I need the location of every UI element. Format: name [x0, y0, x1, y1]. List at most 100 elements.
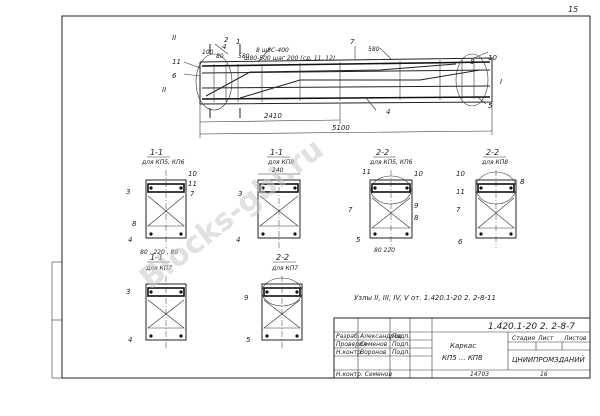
label-dim-580a: 580: [238, 53, 250, 60]
label-4: 4: [128, 236, 132, 244]
section-subtitle: для КП7: [145, 265, 172, 272]
row-role-3: Н.контр.: [336, 349, 363, 356]
label-9: 9: [244, 294, 249, 302]
section-2-2-kp8: 2-2 для КП8 10 8 11 7 6: [456, 148, 525, 248]
label-7: 7: [456, 206, 461, 214]
bottom-left-note: Н.контр. Семенов: [336, 371, 392, 378]
section-subtitle: для КП8: [481, 159, 508, 166]
section-ties: [371, 197, 411, 229]
section-title: 2-2: [276, 253, 289, 262]
product-name-line1: Каркас: [450, 342, 476, 350]
section-title: 2-2: [486, 148, 499, 157]
label-roman-right: I: [500, 78, 502, 86]
leader-11r: [473, 51, 489, 59]
label-11: 11: [188, 180, 197, 188]
sheet-header: Лист: [537, 335, 554, 342]
label-7: 7: [348, 206, 353, 214]
label-6: 6: [458, 238, 463, 246]
bottom-bar: [201, 96, 491, 100]
row-sign-3: Подп.: [392, 349, 410, 356]
label-pos-7: 7: [350, 38, 355, 46]
width-label: 240: [272, 167, 284, 174]
row-name-3: Воронов: [360, 349, 387, 356]
label-9: 9: [414, 202, 419, 210]
sheet-frame: [61, 15, 591, 379]
label-10: 10: [456, 170, 465, 178]
dim-label: 80 220: [374, 247, 395, 254]
label-roman-top: II: [172, 34, 176, 42]
section-subtitle: для КП7: [271, 265, 298, 272]
sheets-header: Листов: [563, 335, 587, 342]
label-roman-side: II: [162, 86, 166, 94]
nodes-note: Узлы II, III, IV, V от. 1.420.1-20 2. 2-…: [354, 294, 496, 302]
label-spec-line1: 8 ш8С-400: [256, 47, 289, 54]
page-number: 15: [568, 5, 578, 14]
leader-4b: [365, 97, 377, 111]
archive-number: 14703: [470, 371, 489, 378]
label-pos-11: 11: [172, 58, 181, 66]
mid-bar-2: [201, 85, 491, 89]
row-sign-1: Подп.: [392, 333, 410, 340]
leader-10: [379, 47, 393, 61]
leader-spec: [257, 47, 271, 63]
product-name-line2: КП5 ... КП8: [442, 354, 483, 362]
document-code: 1.420.1-20 2. 2-8-7: [488, 322, 575, 332]
section-subtitle: для КП8: [267, 159, 294, 166]
label-4: 4: [128, 336, 132, 344]
label-pos-10: 10: [488, 54, 497, 62]
section-1-1-kp5-kp6: 1-1 для КП5, КП6 3 10 11 7 8 4 80 , 220 …: [126, 148, 197, 256]
stirrups: [213, 60, 475, 102]
row-role-2: Проверил: [336, 341, 367, 348]
section-subtitle: для КП5, КП6: [369, 159, 413, 166]
section-title: 1-1: [270, 148, 283, 157]
section-2-2-kp7: 2-2 для КП7 9 5: [244, 253, 303, 350]
label-sec-2-top: 2: [224, 36, 229, 44]
section-subtitle: для КП5, КП6: [141, 159, 185, 166]
label-8: 8: [132, 220, 137, 228]
beam-elevation: II II 2 1 11 6 100 80 4 580 8 ш8С-400 ш8…: [162, 34, 502, 138]
row-role-1: Разраб.: [336, 333, 360, 340]
leader-4: [214, 43, 229, 55]
label-sec-1-top: 1: [236, 38, 240, 46]
label-pos-4: 4: [222, 43, 226, 51]
label-7: 7: [190, 190, 195, 198]
leader-6: [183, 73, 201, 77]
label-5: 5: [356, 236, 361, 244]
label-8: 8: [520, 178, 525, 186]
bottom-sheet-number: 16: [540, 371, 548, 378]
row-sign-2: Подп.: [392, 341, 410, 348]
label-dim-80: 80: [216, 53, 224, 60]
label-dim-2410: 2410: [264, 112, 282, 120]
label-8: 8: [414, 214, 419, 222]
label-3: 3: [126, 288, 130, 296]
label-pos-5: 5: [488, 102, 493, 110]
node-circle-right: [455, 53, 489, 107]
leader-11: [183, 61, 201, 69]
section-1-1-kp8: 1-1 для КП8 240 3 4: [236, 148, 301, 248]
section-2-2-kp5-kp6: 2-2 для КП5, КП6 11 10 7 9 8 5 80 220: [348, 148, 423, 254]
dim-line-2410: [199, 119, 341, 123]
section-title: 1-1: [150, 253, 163, 262]
section-title: 2-2: [376, 148, 389, 157]
title-block: 1.420.1-20 2. 2-8-7 Разраб. Александров …: [333, 317, 591, 379]
label-dim-100: 100: [202, 49, 214, 56]
section-1-1-kp7: 1-1 для КП7 3 4: [126, 253, 187, 350]
dim-label: 80 , 220 , 80: [140, 249, 178, 256]
label-pos-4b: 4: [386, 108, 390, 116]
label-4: 4: [236, 236, 240, 244]
stage-header: Стадия: [512, 335, 535, 342]
label-dim-5100: 5100: [332, 124, 350, 132]
section-title: 1-1: [150, 148, 163, 157]
row-name-2: Семенов: [360, 341, 388, 348]
organization: ЦНИИПРОМЗДАНИЙ: [512, 355, 585, 364]
label-pos-6: 6: [172, 72, 177, 80]
top-bar: [201, 61, 491, 67]
label-5: 5: [246, 336, 251, 344]
label-pos-8: 8: [470, 58, 475, 66]
row-name-1: Александров: [359, 333, 402, 340]
bent-bar-right: [239, 69, 481, 99]
leader-5: [475, 95, 487, 105]
label-spec-line2: ш80-500 шаг 200 (сд. 11, 12): [244, 55, 335, 62]
label-dim-580b: 580: [368, 46, 380, 53]
